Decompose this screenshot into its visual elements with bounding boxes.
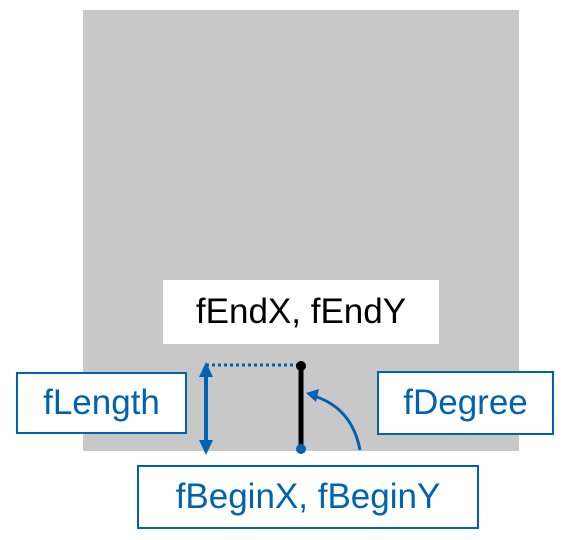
degree-arc-arrowhead — [306, 389, 319, 402]
length-arrow-bottom-head — [199, 440, 213, 455]
begin-coordinates-label: fBeginX, fBeginY — [137, 465, 479, 529]
end-coordinates-label: fEndX, fEndY — [163, 280, 439, 344]
length-label: fLength — [16, 372, 187, 434]
length-arrow-top-head — [199, 362, 213, 377]
degree-label: fDegree — [377, 371, 554, 435]
end-point — [296, 361, 306, 371]
begin-point — [296, 444, 306, 454]
degree-arc-arrow — [313, 394, 362, 451]
